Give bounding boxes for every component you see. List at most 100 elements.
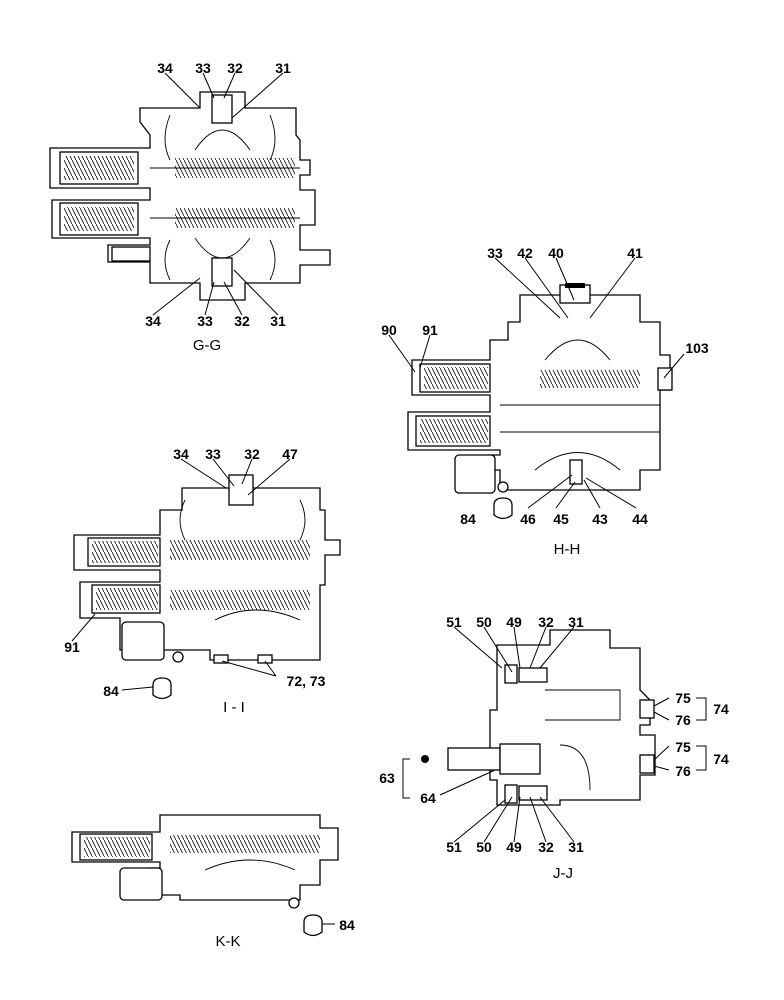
jj-plug-right-lower [639, 754, 655, 774]
jj-leaders-right-lower [653, 745, 707, 771]
callout-label: 51 [446, 614, 462, 630]
callout-label: 64 [420, 790, 436, 806]
view-jj [421, 629, 656, 806]
gg-fitting [111, 246, 151, 262]
hh-leaders-side [388, 334, 685, 379]
ii-plug-top [228, 474, 254, 506]
jj-leaders-right-upper [653, 697, 707, 721]
callout-label: 74 [713, 751, 729, 767]
hh-plug-84 [493, 497, 513, 520]
jj-leaders-bottom [453, 796, 575, 843]
callout-label: 32 [244, 446, 260, 462]
gg-callouts: 34 33 32 31 34 33 32 31 G-G [145, 60, 291, 354]
jj-plug-lower [504, 784, 518, 804]
ii-bottom-plug-1 [213, 654, 229, 664]
ii-port-nut [172, 651, 184, 663]
callout-label: 33 [487, 245, 503, 261]
kk-spool [170, 835, 320, 853]
hh-leaders-bottom [527, 474, 637, 509]
jj-relief-valve [447, 747, 501, 771]
callout-label: 44 [632, 511, 648, 527]
callout-label: 51 [446, 839, 462, 855]
hh-leaders-top [494, 257, 636, 319]
ii-leaders-top [180, 458, 291, 496]
view-gg [49, 91, 331, 301]
jj-leaders-left [402, 758, 496, 799]
section-title-kk: K-K [215, 933, 240, 950]
section-title-ii: I - I [223, 699, 245, 716]
callout-label: 32 [227, 60, 243, 76]
gg-passages [164, 114, 276, 281]
ii-side-port [121, 621, 165, 661]
jj-plug-upper [504, 664, 518, 684]
callout-label: 33 [197, 313, 213, 329]
callout-label: 91 [422, 322, 438, 338]
kk-port-nut [288, 897, 300, 909]
callout-label: 50 [476, 614, 492, 630]
ii-plug-84 [152, 677, 172, 700]
kk-spring [84, 837, 150, 857]
gg-leaders-top [164, 72, 284, 119]
kk-side-port [119, 867, 163, 901]
jj-valve-body [489, 629, 656, 806]
callout-label: 63 [379, 770, 395, 786]
callout-label: 34 [173, 446, 189, 462]
gg-spring-upper [64, 156, 134, 180]
jj-check-upper [518, 667, 548, 683]
gg-plug-top [211, 94, 233, 124]
view-hh [407, 283, 673, 520]
callout-label: 84 [103, 683, 119, 699]
section-title-hh: H-H [554, 541, 581, 558]
view-kk [71, 814, 339, 937]
hh-spool-upper [540, 370, 640, 388]
callout-label: 75 [675, 739, 691, 755]
callout-label: 75 [675, 690, 691, 706]
callout-label: 45 [553, 511, 569, 527]
view-ii [73, 474, 341, 700]
callout-label: 31 [568, 614, 584, 630]
hh-side-port [454, 454, 496, 494]
kk-arch [204, 859, 296, 871]
hh-fitting-right [657, 367, 673, 391]
jj-passages [545, 689, 621, 791]
ii-bottom-plug-2 [257, 654, 273, 664]
callout-label: 32 [538, 839, 554, 855]
callout-label: 34 [145, 313, 161, 329]
callout-label: 74 [713, 701, 729, 717]
callout-label: 50 [476, 839, 492, 855]
ii-valve-body [73, 487, 341, 661]
jj-leaders-top [453, 626, 575, 673]
callout-label: 33 [195, 60, 211, 76]
hh-callouts: 33 42 40 41 90 91 103 84 46 45 43 44 H-H [381, 245, 709, 558]
jj-relief-seat [499, 743, 541, 775]
kk-plug-84 [303, 914, 323, 937]
gg-plug-bottom [211, 257, 233, 287]
callout-label: 46 [520, 511, 536, 527]
gg-valve-body [49, 91, 331, 301]
callout-label: 84 [339, 917, 355, 933]
jj-check-lower [518, 785, 548, 801]
callout-label: 76 [675, 712, 691, 728]
callout-label: 49 [506, 839, 522, 855]
callout-label: 32 [234, 313, 250, 329]
gg-spool-upper [175, 158, 295, 178]
callout-label: 47 [282, 446, 298, 462]
jj-callouts: 51 50 49 32 31 75 76 74 75 76 74 63 64 5… [379, 614, 729, 882]
callout-label: 40 [548, 245, 564, 261]
gg-spring-lower [64, 207, 134, 231]
hh-spring-upper [424, 367, 488, 389]
ii-spring-lower [96, 588, 158, 610]
callout-label: 33 [205, 446, 221, 462]
hh-plug-bottom [569, 459, 583, 485]
callout-label: 32 [538, 614, 554, 630]
section-title-jj: J-J [553, 865, 573, 882]
jj-plug-right-upper [639, 699, 655, 719]
callout-label: 90 [381, 322, 397, 338]
gg-leaders-bottom [152, 269, 279, 316]
kk-callouts: 84 K-K [215, 917, 355, 950]
hh-cap-top-head [565, 283, 585, 288]
ii-spring-upper [92, 541, 158, 563]
callout-label: 41 [627, 245, 643, 261]
callout-label: 76 [675, 763, 691, 779]
